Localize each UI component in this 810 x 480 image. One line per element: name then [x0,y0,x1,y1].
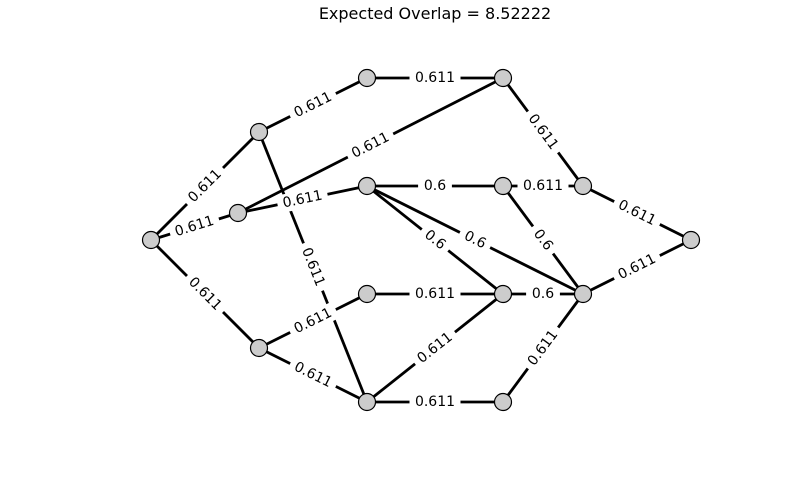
edge-label: 0.611 [286,301,340,341]
edge-weight-text: 0.6 [424,178,446,194]
edge-label: 0.6 [526,285,560,303]
graph-node-C [228,203,248,223]
edge-labels-layer: 0.611 0.611 0.611 0.611 0.611 0.611 0.611 0.611… [167,69,664,411]
edge-label: 0.611 [180,269,230,319]
graph-node-F [493,68,513,88]
edge-label: 0.611 [610,193,664,233]
graph-title: Expected Overlap = 8.52222 [318,4,552,23]
graph-node-N [493,392,513,412]
edge-weight-text: 0.611 [291,305,334,337]
edge-weight-text: 0.611 [185,274,225,314]
graph-node-L [573,284,593,304]
edge-label: 0.611 [520,106,566,158]
edge-label: 0.6 [418,177,452,195]
edge-label: 0.611 [409,393,461,411]
edge-label: 0.611 [343,125,398,166]
edge-weight-text: 0.611 [291,89,334,121]
edge-label: 0.611 [286,355,340,395]
graph-node-J [357,284,377,304]
graph-node-H [493,176,513,196]
edge-label: 0.611 [295,239,331,295]
graph-node-I [573,176,593,196]
edge-label: 0.611 [275,185,330,214]
graph-node-B [249,122,269,142]
edge-weight-text: 0.611 [415,286,455,302]
edge-weight-text: 0.611 [291,359,334,391]
graph-node-D [249,338,269,358]
edge-weight-text: 0.611 [615,197,658,229]
edge-label: 0.611 [286,85,340,125]
edge-label: 0.611 [610,247,664,287]
edge-weight-text: 0.611 [185,166,225,206]
edge-weight-text: 0.6 [532,286,554,302]
edge-weight-text: 0.611 [615,251,658,283]
edge-label: 0.6 [455,224,495,256]
graph-node-M [357,392,377,412]
edge-label: 0.611 [409,325,461,371]
edge-weight-text: 0.611 [173,213,216,240]
edge-weight-text: 0.611 [415,70,455,86]
edge-label: 0.611 [409,285,461,303]
edge-weight-text: 0.611 [523,178,563,194]
nodes-layer [141,68,701,412]
graph-node-K [493,284,513,304]
graph-node-G [357,176,377,196]
edge-label: 0.611 [180,161,230,211]
edge-label: 0.6 [525,221,561,259]
graph-node-E [357,68,377,88]
edge-weight-text: 0.611 [415,394,455,410]
edge-label: 0.611 [520,322,566,374]
graph-node-O [681,230,701,250]
edge-label: 0.611 [409,69,461,87]
edge-label: 0.611 [517,177,569,195]
edge-weight-text: 0.611 [298,245,328,288]
graph-node-A [141,230,161,250]
edge-weight-text: 0.611 [349,129,392,161]
